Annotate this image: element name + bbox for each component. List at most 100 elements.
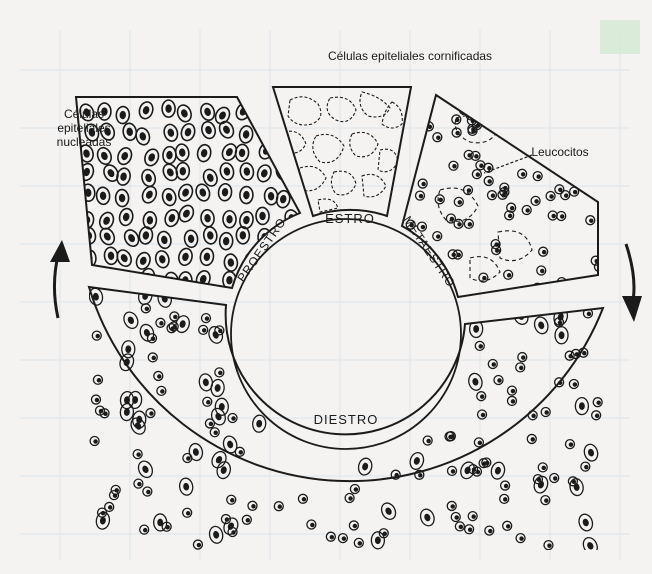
label-cornified-cells: Células epiteliales cornificadas xyxy=(328,49,492,63)
nucleated-cell xyxy=(199,248,214,267)
diestro-cell xyxy=(203,397,212,406)
diestro-cell xyxy=(111,485,120,494)
nucleated-cell xyxy=(134,126,151,146)
nucleated-cell xyxy=(142,147,160,168)
diestro-cell xyxy=(451,512,460,521)
leukocyte xyxy=(435,195,444,204)
leukocyte xyxy=(421,284,430,293)
diestro-cell xyxy=(555,378,564,387)
diestro-cell xyxy=(541,496,550,505)
cycle-arrow-right-icon xyxy=(622,244,642,322)
diestro-cell xyxy=(92,331,101,340)
leukocyte xyxy=(452,115,461,124)
nucleated-cell xyxy=(239,162,254,181)
leukocyte xyxy=(422,270,431,279)
diestro-cell xyxy=(141,304,150,313)
leukocyte xyxy=(406,261,415,270)
diestro-cell xyxy=(215,398,228,415)
diestro-cell xyxy=(93,375,102,384)
nucleated-cell xyxy=(138,226,153,245)
diestro-cell xyxy=(178,477,193,496)
nucleated-cell xyxy=(184,230,199,248)
nucleated-cell xyxy=(219,232,233,250)
leukocyte xyxy=(518,169,527,178)
diestro-cell xyxy=(146,409,155,418)
diestro-cell xyxy=(584,284,599,303)
diestro-cell xyxy=(516,363,525,372)
nucleated-cell xyxy=(176,182,195,203)
diestro-cell xyxy=(541,408,550,417)
diestro-cell xyxy=(227,495,236,504)
diestro-cell xyxy=(137,286,154,306)
leukocyte xyxy=(540,108,549,117)
leukocyte xyxy=(433,232,442,241)
leukocyte xyxy=(472,170,481,179)
nucleated-cell xyxy=(174,143,189,162)
diestro-cell xyxy=(167,324,176,333)
diestro-cell xyxy=(345,493,354,502)
nucleated-cell xyxy=(78,162,96,182)
leukocyte xyxy=(484,176,493,185)
diestro-cell xyxy=(148,353,157,362)
diestro-cell xyxy=(593,286,610,306)
diestro-cell xyxy=(354,538,363,547)
diestro-cell xyxy=(448,466,457,475)
nucleated-cell xyxy=(175,103,193,124)
diestro-cell xyxy=(544,541,553,550)
leukocyte xyxy=(579,109,588,118)
leukocyte xyxy=(464,219,473,228)
diestro-cell xyxy=(490,461,507,481)
leukocyte xyxy=(510,109,519,118)
diestro-cell xyxy=(298,494,307,503)
diestro-cell xyxy=(501,481,510,490)
nucleated-cell xyxy=(256,207,270,224)
diestro-cell xyxy=(455,522,464,531)
diestro-cell xyxy=(575,397,588,414)
diestro-cell xyxy=(349,521,358,530)
diestro-cell xyxy=(252,415,267,433)
diestro-cell xyxy=(550,474,559,483)
diestro-cell xyxy=(577,512,595,532)
nucleated-cell xyxy=(283,275,297,293)
leukocyte xyxy=(561,191,570,200)
nucleated-cell xyxy=(104,247,119,265)
diestro-cell xyxy=(235,447,244,456)
diestro-cell xyxy=(133,450,142,459)
diestro-cell xyxy=(136,459,155,480)
label-leukocytes: Leucocitos xyxy=(531,145,588,159)
diestro-cell xyxy=(201,314,210,323)
leukocyte xyxy=(522,205,531,214)
nucleated-cell xyxy=(115,189,129,207)
diestro-cell xyxy=(423,436,432,445)
leukocyte xyxy=(585,122,594,131)
nucleated-cell xyxy=(264,123,278,141)
diestro-cell xyxy=(418,507,436,528)
nucleated-cell xyxy=(223,253,238,271)
nucleated-cell xyxy=(179,122,196,142)
diestro-cell xyxy=(208,525,224,544)
diestro-cell xyxy=(538,463,547,472)
diestro-cell xyxy=(350,485,359,494)
diestro-cell xyxy=(474,438,483,447)
diestro-cell xyxy=(183,454,192,463)
leukocyte xyxy=(537,266,546,275)
nucleated-cell xyxy=(140,168,157,188)
diestro-cell xyxy=(121,310,140,331)
label-nucleated-line3: nucleadas xyxy=(57,135,112,149)
diestro-cell xyxy=(477,392,486,401)
leukocyte xyxy=(595,262,604,271)
diestro-cell xyxy=(516,534,525,543)
nucleated-cell xyxy=(203,226,218,245)
diestro-cell xyxy=(582,443,599,463)
diestro-cell xyxy=(90,437,99,446)
leukocyte xyxy=(570,187,579,196)
nucleated-cell xyxy=(280,249,299,270)
nucleated-cell xyxy=(161,187,178,207)
diestro-cell xyxy=(274,502,283,511)
diestro-cell xyxy=(555,327,568,344)
diestro-cell xyxy=(307,520,316,529)
nucleated-cell xyxy=(236,227,249,244)
diestro-cell xyxy=(157,386,166,395)
leukocyte xyxy=(570,125,579,134)
